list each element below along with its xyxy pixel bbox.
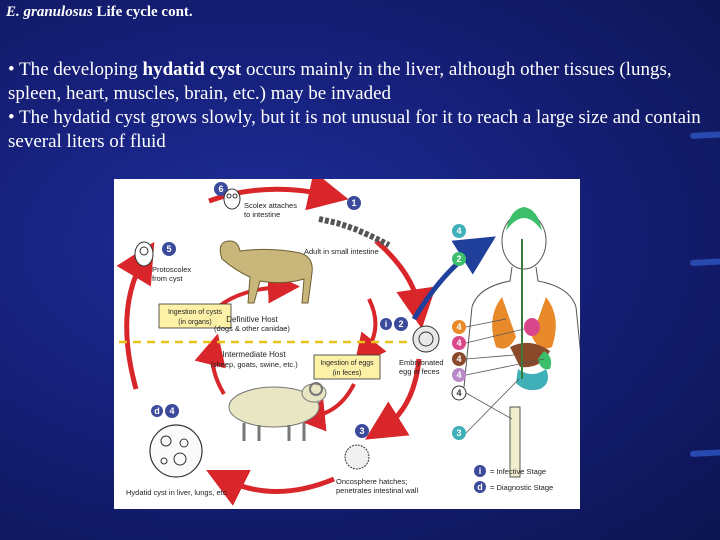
label-adult: Adult in small intestine bbox=[304, 247, 379, 256]
step-number: 4 bbox=[456, 226, 461, 236]
label-egg: egg in feces bbox=[399, 367, 440, 376]
cycle-arrow bbox=[208, 179, 349, 211]
step-number: 6 bbox=[218, 184, 223, 194]
label-ingestion-cysts: Ingestion of cysts bbox=[168, 309, 223, 316]
label-intermediate-host: Intermediate Host bbox=[222, 350, 286, 359]
label-intermediate-host: (sheep, goats, swine, etc.) bbox=[210, 360, 298, 369]
bullet-text: • The hydatid cyst grows slowly, but it … bbox=[8, 107, 701, 152]
step-circle bbox=[165, 404, 179, 418]
step-number: 1 bbox=[351, 198, 356, 208]
transmission-arrow bbox=[411, 236, 496, 321]
label-definitive-host: Definitive Host bbox=[226, 315, 278, 324]
step-number: 2 bbox=[456, 254, 461, 264]
egg-icon bbox=[412, 325, 440, 353]
diagnostic-marker bbox=[151, 405, 163, 417]
marker-letter: d bbox=[477, 482, 483, 492]
step-number: 3 bbox=[456, 428, 461, 438]
label-protoscolex: Protoscolex bbox=[152, 265, 191, 274]
decor-stripe bbox=[689, 257, 720, 267]
step-circle bbox=[394, 317, 408, 331]
oncosphere-icon bbox=[344, 444, 370, 470]
cycle-arrow bbox=[194, 333, 226, 396]
label-definitive-host: (dogs & other canidae) bbox=[214, 324, 290, 333]
bullet-item: • The developing hydatid cyst occurs mai… bbox=[8, 58, 708, 106]
step-circle bbox=[452, 336, 466, 350]
step-number: 3 bbox=[359, 426, 364, 436]
step-number: 4 bbox=[456, 370, 461, 380]
sheep-icon bbox=[228, 386, 320, 428]
protoscolex-icon bbox=[134, 241, 154, 267]
step-circle bbox=[452, 320, 466, 334]
bullet-list: • The developing hydatid cyst occurs mai… bbox=[8, 58, 708, 154]
label-hydatid-cyst: Hydatid cyst in liver, lungs, etc. bbox=[126, 488, 229, 497]
cycle-arrow bbox=[365, 358, 422, 440]
bullet-bold: hydatid cyst bbox=[142, 59, 242, 80]
legend-diagnostic-marker bbox=[474, 481, 486, 493]
label-oncosphere: penetrates intestinal wall bbox=[336, 486, 418, 495]
label-ingestion-eggs: (in feces) bbox=[333, 370, 362, 377]
step-circle bbox=[452, 252, 466, 266]
human-figure bbox=[463, 207, 580, 478]
label-egg: Embryonated bbox=[399, 358, 444, 367]
life-cycle-figure: 6 Scolex attaches to intestine 1 Adult i… bbox=[114, 179, 580, 509]
legend-infective: = Infective Stage bbox=[490, 467, 546, 476]
step-circle bbox=[452, 352, 466, 366]
title-suffix: Life cycle cont. bbox=[92, 4, 193, 20]
step-circle bbox=[452, 224, 466, 238]
marker-letter: d bbox=[154, 406, 160, 416]
ingestion-cysts-box bbox=[158, 303, 232, 329]
bullet-text: occurs mainly in the liver, although oth… bbox=[8, 59, 672, 104]
step-number: 4 bbox=[456, 354, 461, 364]
step-number: 4 bbox=[456, 338, 461, 348]
bullet-item: • The hydatid cyst grows slowly, but it … bbox=[8, 106, 708, 154]
infective-marker bbox=[380, 318, 392, 330]
cycle-arrow bbox=[374, 239, 436, 329]
step-circle bbox=[452, 368, 466, 382]
label-protoscolex: from cyst bbox=[152, 274, 183, 283]
step-circle bbox=[347, 196, 361, 210]
slide-title: E. granulosus Life cycle cont. bbox=[6, 4, 193, 21]
step-number: 4 bbox=[456, 322, 461, 332]
cycle-arrow bbox=[116, 241, 155, 390]
cycle-arrow bbox=[206, 470, 335, 506]
step-circle bbox=[355, 424, 369, 438]
adult-worm-icon bbox=[318, 216, 391, 248]
bullet-text: • The developing bbox=[8, 59, 143, 80]
step-number: 5 bbox=[166, 244, 171, 254]
species-name: E. granulosus bbox=[6, 4, 93, 20]
label-ingestion-cysts: (in organs) bbox=[178, 319, 211, 326]
scolex-icon bbox=[223, 188, 241, 210]
legend-diagnostic: = Diagnostic Stage bbox=[490, 483, 553, 492]
hydatid-cyst-icon bbox=[149, 424, 203, 478]
legend-infective-marker bbox=[474, 465, 486, 477]
dog-icon bbox=[219, 240, 313, 304]
marker-letter: i bbox=[385, 319, 388, 329]
step-number: 4 bbox=[169, 406, 174, 416]
label-ingestion-eggs: Ingestion of eggs bbox=[320, 360, 374, 367]
label-oncosphere: Oncosphere hatches; bbox=[336, 477, 407, 486]
step-circle bbox=[452, 426, 466, 440]
step-number: 2 bbox=[398, 319, 403, 329]
cycle-arrow bbox=[354, 298, 387, 367]
life-cycle-diagram: 6 Scolex attaches to intestine 1 Adult i… bbox=[116, 179, 580, 506]
step-circle bbox=[162, 242, 176, 256]
decor-stripe bbox=[689, 448, 720, 458]
label-scolex: Scolex attaches bbox=[244, 201, 297, 210]
marker-letter: i bbox=[479, 466, 482, 476]
step-circle bbox=[214, 182, 228, 196]
step-number: 4 bbox=[456, 388, 461, 398]
ingestion-eggs-box bbox=[313, 354, 381, 380]
label-scolex: to intestine bbox=[244, 210, 280, 219]
